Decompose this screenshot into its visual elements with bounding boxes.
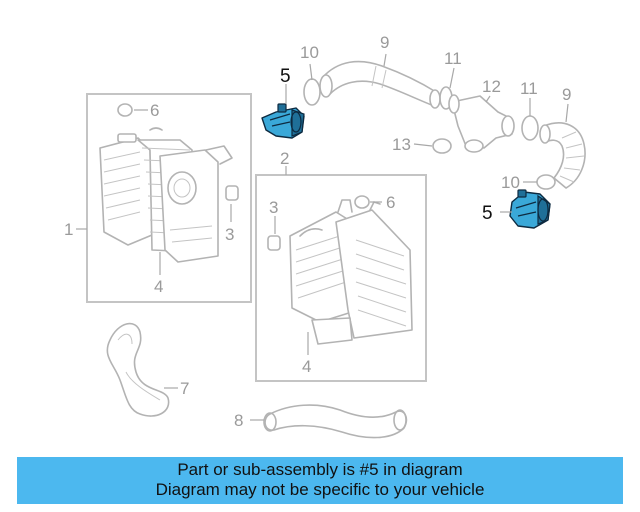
callout-13: 13: [392, 135, 411, 154]
callout-5-top: 5: [280, 66, 291, 87]
clamp-10-right[interactable]: [536, 174, 556, 190]
mass-air-flow-sensor-5-right[interactable]: [509, 189, 551, 229]
intake-hose-9-right[interactable]: [539, 122, 586, 189]
clamp-10-top[interactable]: [303, 78, 321, 106]
grommet-3-right[interactable]: [267, 235, 281, 251]
leader-lines: [76, 53, 569, 421]
callout-12: 12: [482, 77, 501, 96]
intake-hose-9-upper[interactable]: [319, 60, 441, 109]
grommet-3-left[interactable]: [225, 185, 239, 201]
intake-hose-7[interactable]: [106, 322, 170, 417]
air-cleaner-assembly-2[interactable]: [255, 174, 427, 382]
callout-10-top: 10: [300, 43, 319, 62]
callout-10-right: 10: [501, 173, 520, 192]
callout-3-left: 3: [225, 225, 234, 244]
callout-4-left: 4: [154, 277, 163, 296]
info-banner: Part or sub-assembly is #5 in diagram Di…: [17, 457, 623, 504]
clamp-13[interactable]: [432, 138, 452, 154]
intake-duct-8[interactable]: [263, 404, 408, 439]
callout-1: 1: [64, 220, 73, 239]
clamp-11-right[interactable]: [521, 115, 539, 141]
callout-4-right: 4: [302, 357, 311, 376]
callout-6-left: 6: [150, 101, 159, 120]
callout-7: 7: [180, 379, 189, 398]
banner-line-1: Part or sub-assembly is #5 in diagram: [177, 460, 463, 479]
callout-5-right: 5: [482, 203, 493, 224]
callout-8: 8: [234, 411, 243, 430]
callout-6-right: 6: [386, 193, 395, 212]
callout-11-right: 11: [520, 79, 538, 98]
callout-2: 2: [280, 149, 289, 168]
mass-air-flow-sensor-5-top[interactable]: [261, 103, 305, 139]
gasket-6-left[interactable]: [117, 103, 133, 117]
callout-11-left: 11: [444, 49, 462, 68]
parts-diagram: 1 2 3 3 4 4 5 5 6 6 7 8 9 9 10 10 11 11 …: [64, 33, 586, 439]
callout-labels: 1 2 3 3 4 4 5 5 6 6 7 8 9 9 10 10 11 11 …: [64, 33, 571, 430]
banner-line-2: Diagram may not be specific to your vehi…: [155, 480, 485, 499]
callout-9-right: 9: [562, 85, 571, 104]
callout-9-top: 9: [380, 33, 389, 52]
gasket-6-right[interactable]: [354, 195, 370, 209]
air-cleaner-assembly-1[interactable]: [86, 93, 252, 303]
callout-3-right: 3: [269, 198, 278, 217]
connector-12[interactable]: [448, 94, 515, 153]
